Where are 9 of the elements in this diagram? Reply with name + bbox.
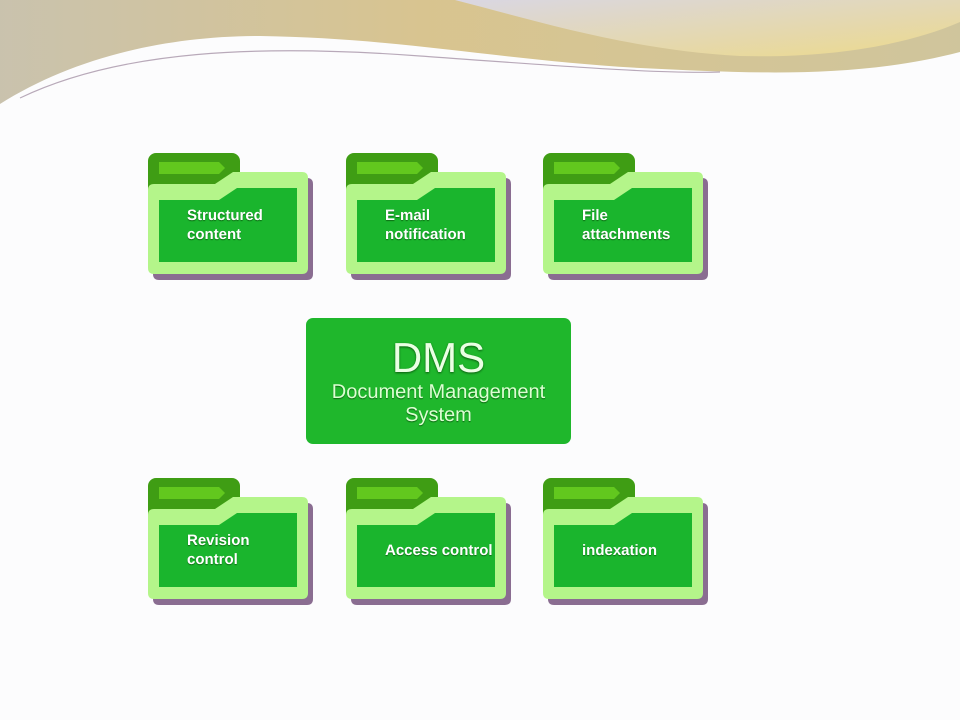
box-subtitle: Document Management System: [330, 381, 546, 427]
folder-label: Structured content: [187, 206, 264, 244]
folder-label: indexation: [582, 540, 658, 560]
system-box: [306, 318, 571, 444]
folder-label: Access control: [385, 540, 494, 560]
folder-label: File attachments: [582, 206, 672, 244]
folder-label: E-mail notification: [385, 206, 467, 244]
box-title: DMS: [392, 335, 486, 381]
folder-label: Revision control: [187, 531, 251, 569]
